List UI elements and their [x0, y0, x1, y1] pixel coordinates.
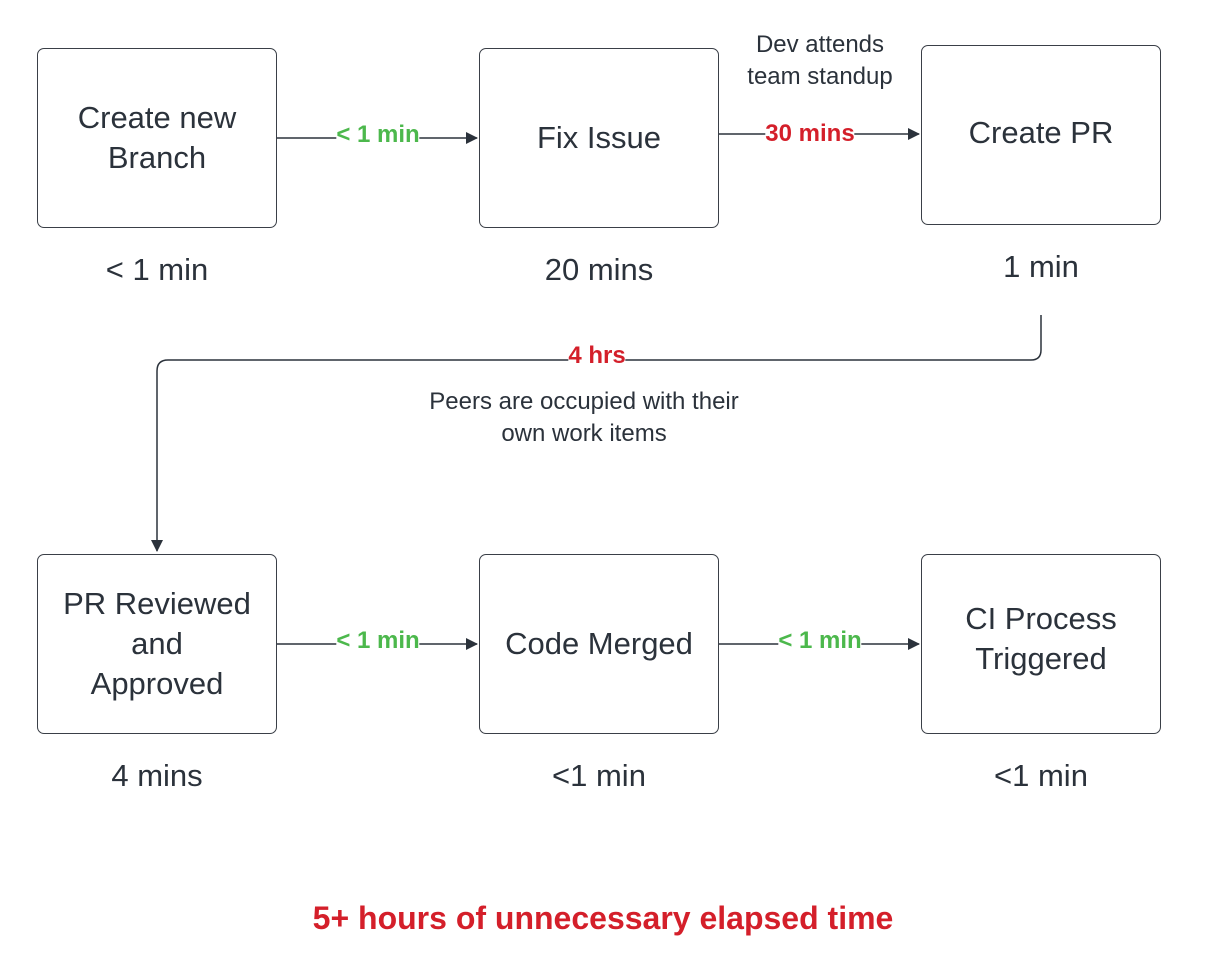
step-create-branch: Create new Branch [37, 48, 277, 228]
step-code-merged: Code Merged [479, 554, 719, 734]
transition-time-label: < 1 min [336, 121, 420, 149]
step-label: Create PR [968, 115, 1114, 150]
transition-time-label: 4 hrs [568, 342, 626, 370]
transition-time-label: 30 mins [765, 120, 855, 148]
step-fix-issue: Fix Issue [479, 48, 719, 228]
step-pr-reviewed: PR Reviewed and Approved [37, 554, 277, 734]
transition-note: Peers are occupied with their own work i… [429, 388, 739, 447]
step-label: Create new Branch [77, 100, 237, 175]
step-label: Code Merged [505, 626, 693, 661]
step-label: CI Process Triggered [965, 601, 1117, 676]
step-duration: 4 mins [111, 758, 203, 793]
step-duration: <1 min [552, 758, 646, 793]
transition-time-label: < 1 min [778, 627, 862, 655]
transition-note: Dev attends team standup [747, 31, 893, 90]
step-create-pr: Create PR [921, 45, 1161, 225]
transition-time-label: < 1 min [336, 627, 420, 655]
step-duration: < 1 min [105, 252, 209, 287]
step-duration: 1 min [1003, 249, 1079, 284]
step-ci-triggered: CI Process Triggered [921, 554, 1161, 734]
summary-text: 5+ hours of unnecessary elapsed time [312, 900, 894, 936]
step-label: Fix Issue [536, 120, 662, 155]
step-label: PR Reviewed and Approved [63, 586, 251, 701]
step-duration: <1 min [994, 758, 1088, 793]
step-duration: 20 mins [544, 252, 654, 287]
